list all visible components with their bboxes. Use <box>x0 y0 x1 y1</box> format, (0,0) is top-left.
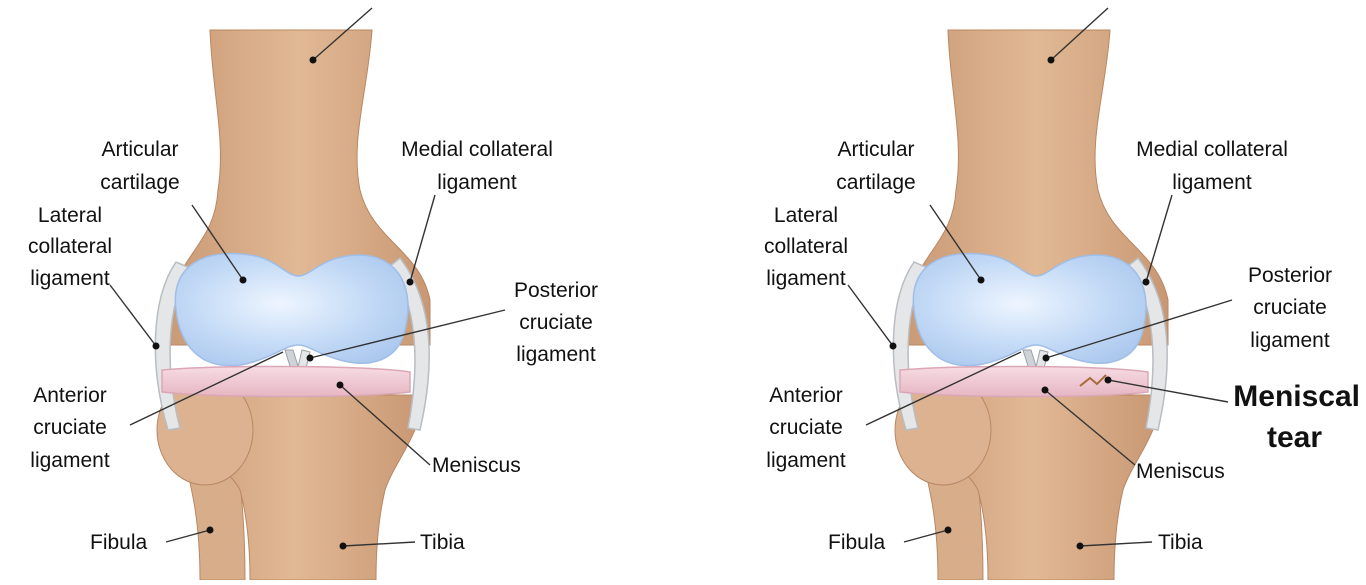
label-fibula-1: Fibula <box>90 531 148 554</box>
label-medial-collateral-2a: Medial collateral <box>1136 138 1288 161</box>
label-lateral-collateral-1a: Lateral <box>38 204 102 227</box>
label-lateral-collateral-1b: collateral <box>28 235 112 258</box>
label-anterior-cruciate-2a: Anterior <box>769 384 843 407</box>
healthy-knee-diagram: Articular cartilage Medial collateral li… <box>28 8 598 580</box>
label-medial-collateral-1b: ligament <box>437 171 517 194</box>
label-tibia-2: Tibia <box>1158 531 1203 554</box>
label-anterior-cruciate-1a: Anterior <box>33 384 107 407</box>
label-anterior-cruciate-1c: ligament <box>30 449 110 472</box>
torn-knee-diagram: Articular cartilage Medial collateral li… <box>764 8 1360 580</box>
label-posterior-cruciate-2a: Posterior <box>1248 264 1332 287</box>
label-anterior-cruciate-1b: cruciate <box>33 416 107 439</box>
label-tibia-1: Tibia <box>420 531 465 554</box>
label-anterior-cruciate-2b: cruciate <box>769 416 843 439</box>
label-medial-collateral-1a: Medial collateral <box>401 138 553 161</box>
label-articular-cartilage-1b: cartilage <box>100 171 179 194</box>
label-posterior-cruciate-2b: cruciate <box>1253 296 1327 319</box>
label-posterior-cruciate-1b: cruciate <box>519 311 593 334</box>
label-lateral-collateral-2a: Lateral <box>774 204 838 227</box>
label-meniscal-tear-a: Meniscal <box>1233 380 1360 413</box>
label-lateral-collateral-2b: collateral <box>764 235 848 258</box>
label-medial-collateral-2b: ligament <box>1172 171 1252 194</box>
label-articular-cartilage-2a: Articular <box>837 138 914 161</box>
label-meniscus-2: Meniscus <box>1136 460 1225 483</box>
label-lateral-collateral-1c: ligament <box>30 267 110 290</box>
label-posterior-cruciate-2c: ligament <box>1250 329 1330 352</box>
label-articular-cartilage-1a: Articular <box>101 138 178 161</box>
label-anterior-cruciate-2c: ligament <box>766 449 846 472</box>
label-articular-cartilage-2b: cartilage <box>836 171 915 194</box>
label-meniscus-1: Meniscus <box>432 454 521 477</box>
label-posterior-cruciate-1a: Posterior <box>514 279 598 302</box>
label-posterior-cruciate-1c: ligament <box>516 343 596 366</box>
label-fibula-2: Fibula <box>828 531 886 554</box>
label-meniscal-tear-b: tear <box>1267 421 1322 454</box>
label-lateral-collateral-2c: ligament <box>766 267 846 290</box>
